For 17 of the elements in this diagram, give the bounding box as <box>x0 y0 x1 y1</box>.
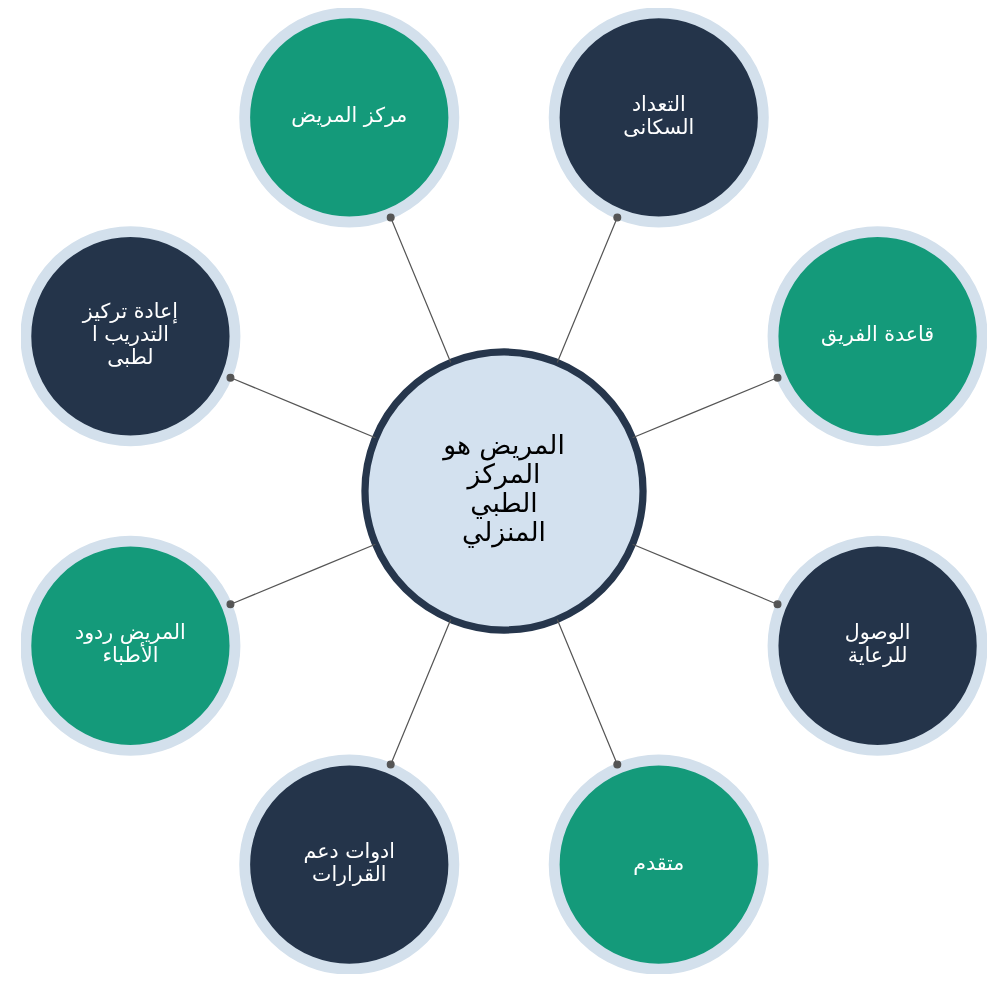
node-circle: المريض ردود الأطباء <box>20 535 240 756</box>
node-circle: المريض هو المركز الطبي المنزلي <box>360 348 647 634</box>
connector <box>556 618 621 769</box>
node-circle: التعداد السكانى <box>548 8 769 228</box>
connector <box>631 373 782 439</box>
node-circle: مركز المريض <box>238 8 459 228</box>
connector <box>386 618 451 769</box>
node-circle: ادوات دعم القرارات <box>238 754 459 974</box>
node-circle: قاعدة الفريق <box>767 226 987 447</box>
connector <box>225 373 376 439</box>
connector <box>556 213 621 364</box>
connector <box>386 213 451 364</box>
connector <box>225 543 376 609</box>
connector <box>631 543 782 609</box>
node-circle: الوصول للرعاية <box>767 535 987 756</box>
node-circle: إعادة تركيز التدريب ا لطبى <box>20 226 240 447</box>
node-circle: متقدم <box>548 754 769 974</box>
